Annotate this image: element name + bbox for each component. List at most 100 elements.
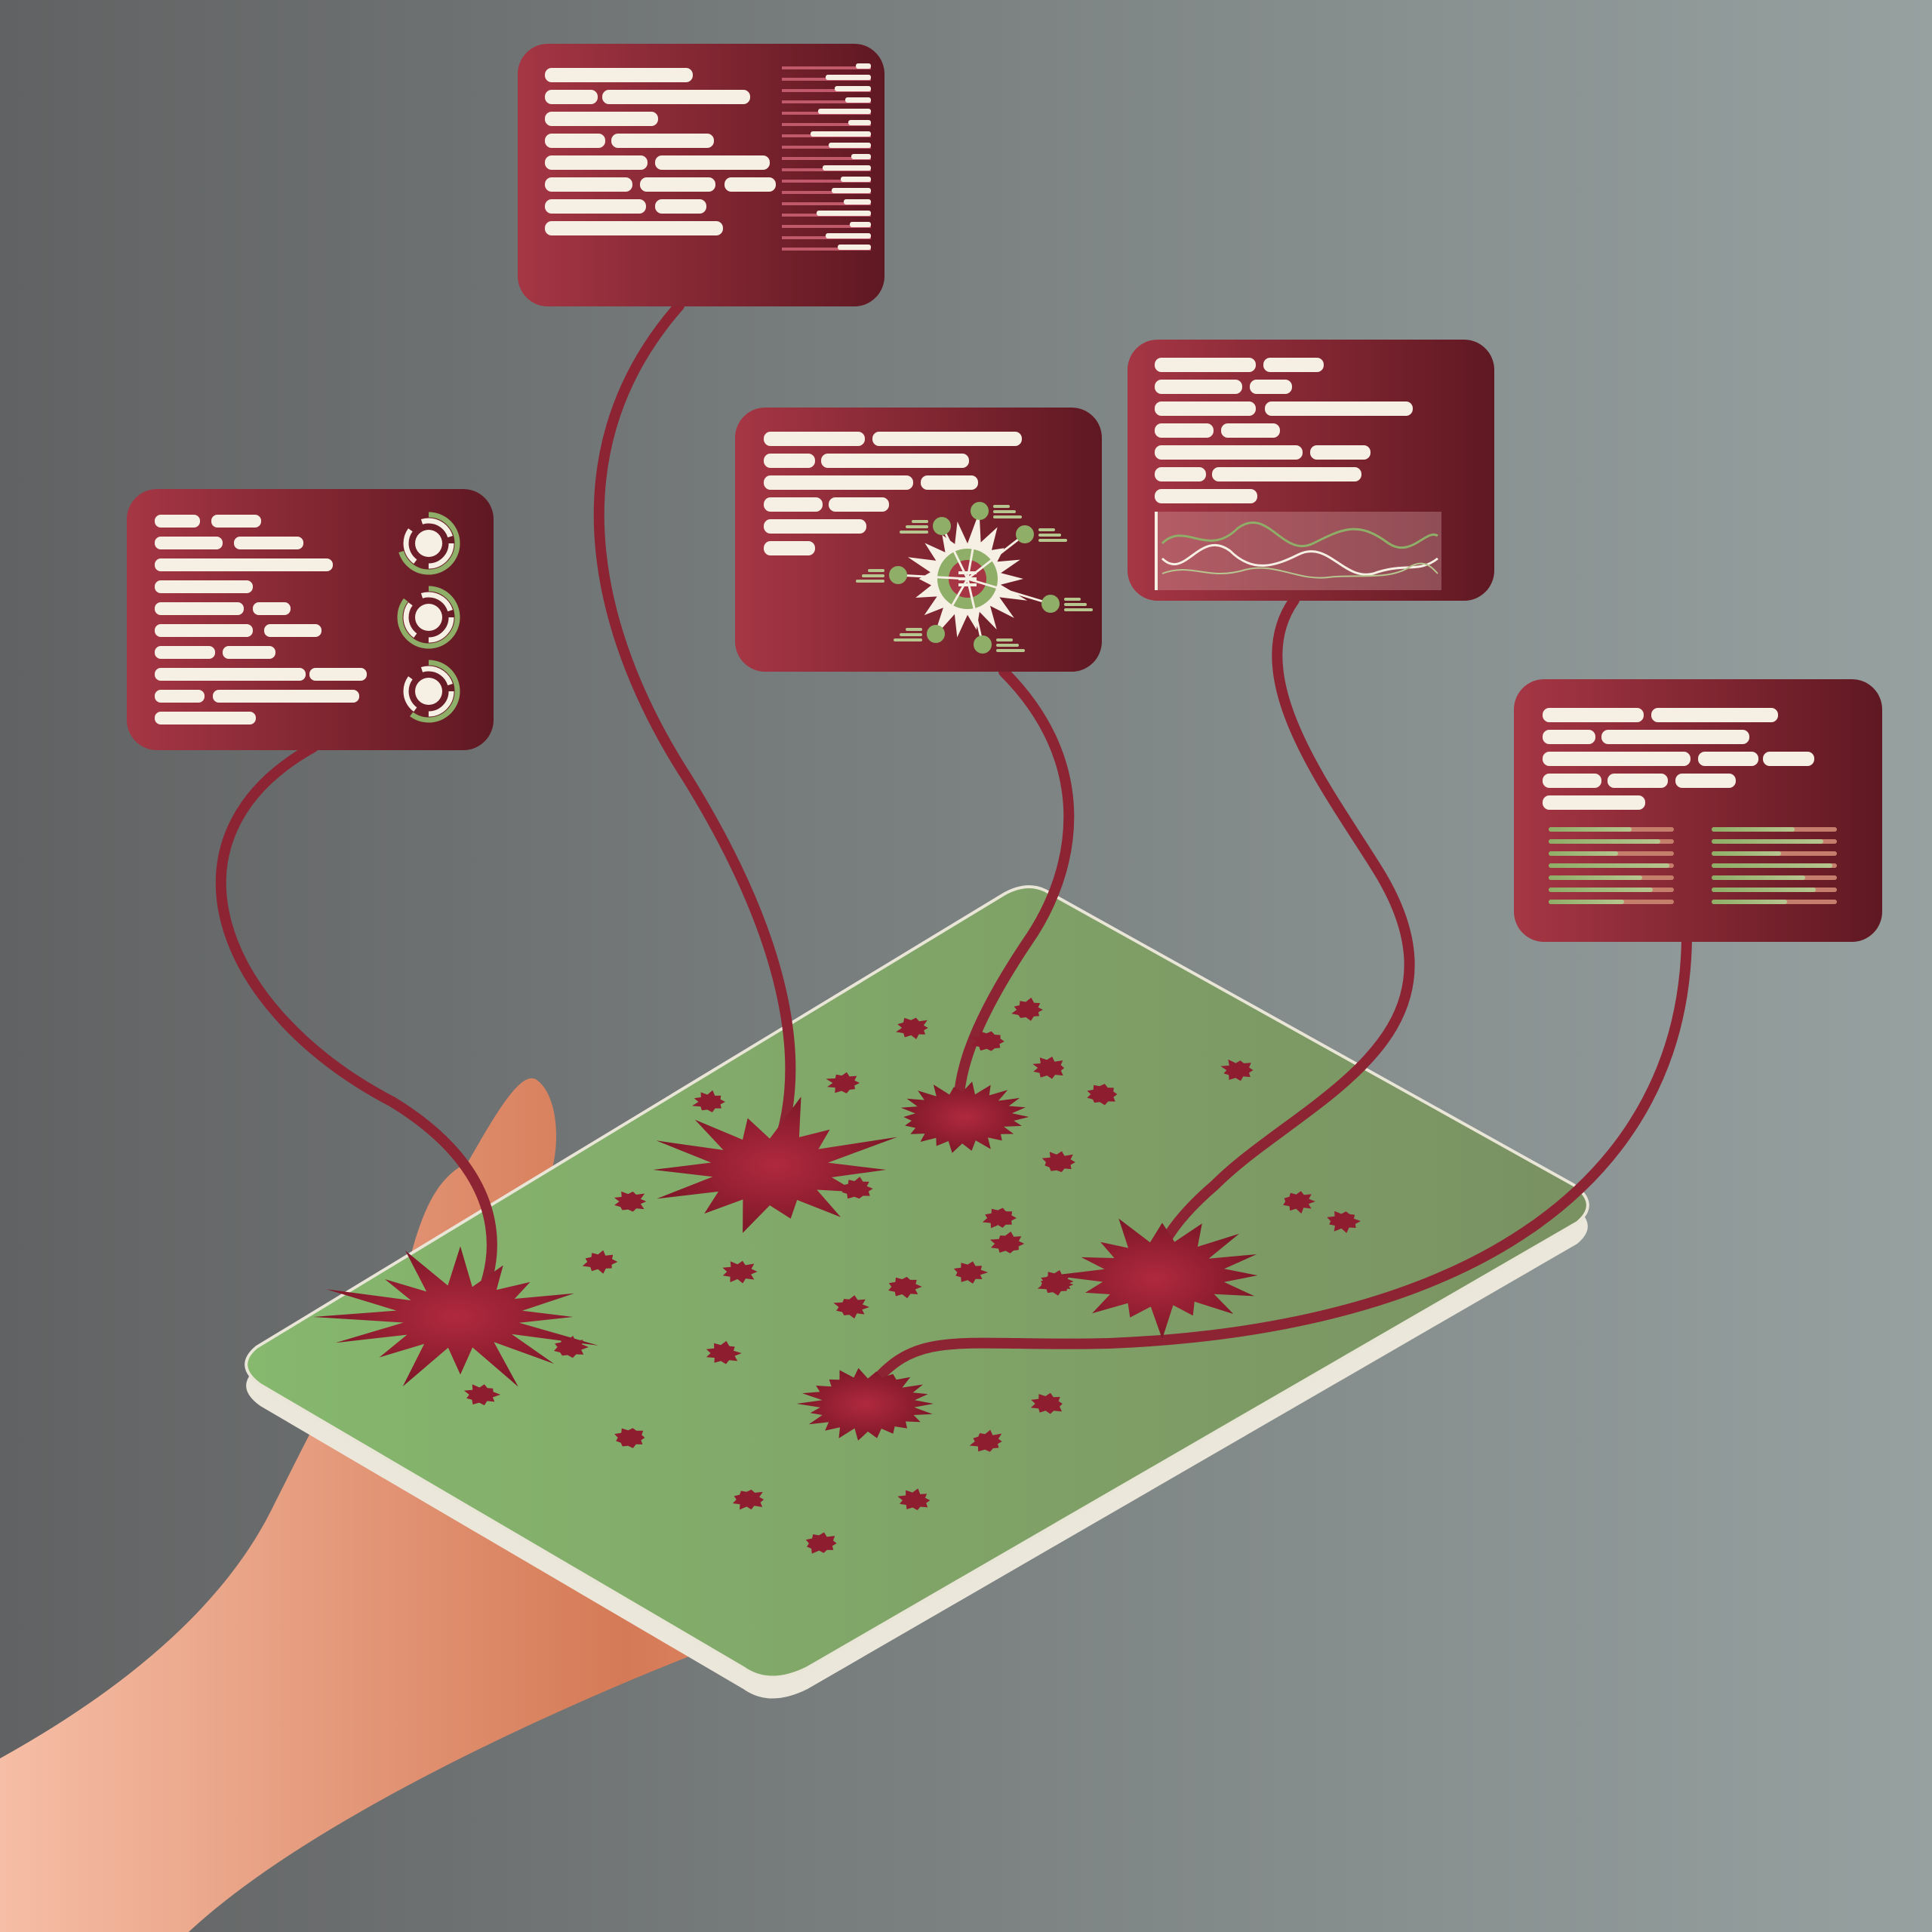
infection-spot [1220,1059,1254,1081]
infection-spot [706,1340,742,1364]
column-value [848,120,871,125]
column-rule [782,89,871,92]
column-rule [782,191,871,194]
column-value [845,97,871,103]
virus-node [971,502,989,520]
infection-spot [897,1488,931,1511]
infection-spot [1283,1191,1315,1214]
infection-spot [982,1208,1017,1229]
infection-splat [312,1246,598,1387]
virus-node-label [868,569,884,572]
small-spots [463,997,1361,1554]
text-placeholder-lines [764,432,1022,555]
info-card-donuts [127,489,494,750]
virus-node-label [1038,534,1061,537]
column-value [832,188,871,193]
virus-node-label [996,649,1025,652]
virus-node [1016,525,1034,543]
infection-spot [1037,1274,1074,1296]
virus-connector [940,525,969,580]
virus-node-label [1064,603,1087,606]
infection-spot [692,1090,725,1112]
progress-ring-center [415,604,442,631]
column-rule [782,157,871,160]
virus-node-label [996,638,1013,641]
virus-connector [966,578,984,645]
infection-splat [796,1367,934,1441]
virus-node-label [906,525,928,528]
bar-fill [1712,863,1832,868]
progress-ring-center [415,678,442,705]
infection-spot [614,1428,645,1448]
virus-node [1041,595,1060,613]
virus-node-label [1038,539,1067,542]
text-placeholder-lines [155,515,367,724]
progress-ring-fill [397,512,460,575]
progress-ring-track [403,518,454,569]
column-rule [782,248,871,251]
virus-node-label [1038,528,1055,531]
infection-spot [582,1250,618,1274]
column-rule [782,123,871,126]
infection-splat [1052,1218,1258,1340]
virus-node [933,517,951,535]
info-card-bars [1514,679,1882,942]
bar-fill [1712,900,1787,904]
infection-spot [896,1017,928,1039]
virus-node-label [912,520,928,523]
column-rule [782,100,871,103]
virus-node-label [900,531,928,534]
virus-node-label [996,644,1019,647]
virus-connector [967,577,1051,605]
bar-fill [1712,839,1823,844]
column-value [851,154,871,159]
infection-spot [614,1191,647,1212]
infection-spot [1041,1151,1075,1173]
virus-node-label [856,580,884,583]
table-column [782,63,871,251]
bar-fill [1712,827,1795,832]
infection-spot [463,1384,501,1406]
info-card-virus [735,408,1102,672]
infection-spot [805,1532,837,1554]
virus-node-label [993,505,1010,508]
progress-ring-icon [397,512,460,723]
infection-spot [989,1231,1025,1254]
waveform-chart-icon [1155,512,1441,590]
horizontal-bars-icon [1549,827,1837,904]
infection-spot [1030,1392,1063,1414]
text-placeholder-lines [545,68,776,235]
column-rule [782,146,871,149]
infection-spot [1011,997,1043,1021]
virus-connector [967,533,1026,580]
infection-spot [971,1031,1004,1051]
virus-connector [966,510,981,580]
big-splats [312,1081,1258,1441]
column-rule [782,225,871,228]
info-card-waveform [1128,340,1494,601]
virus-node-label [1064,598,1081,601]
virus-core-line [958,583,977,586]
infection-spot [833,1295,869,1319]
tablet-screen [245,885,1589,1679]
infection-splat [653,1097,897,1233]
column-value [818,109,871,114]
column-value [826,75,871,80]
virus-node-label [906,628,922,631]
text-placeholder-lines [1155,358,1413,503]
virus-node [974,635,992,654]
virus-node-label [900,633,922,636]
infection-spot [1327,1211,1361,1233]
progress-ring-center [415,530,442,557]
tablet-device [245,885,1589,1699]
virus-node [927,625,945,643]
column-value [835,86,871,91]
virus-node-label [894,638,922,641]
progress-ring-track [403,666,454,717]
infection-spot [841,1177,873,1199]
infection-spot [826,1072,860,1094]
column-value [829,143,871,148]
virus-node-label [1064,608,1093,611]
infection-spot [722,1260,758,1284]
